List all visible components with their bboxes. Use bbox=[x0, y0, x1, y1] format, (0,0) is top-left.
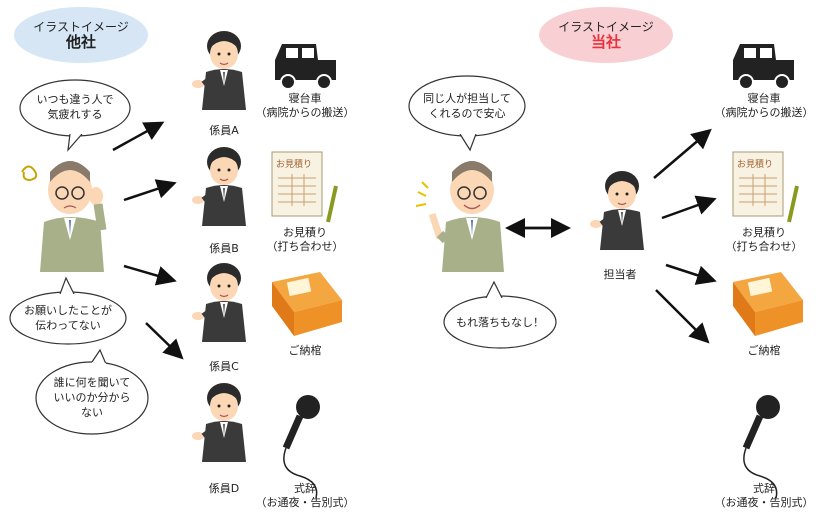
right-item-coffin-label: ご納棺 bbox=[747, 344, 781, 357]
arrow-to-staff-c bbox=[123, 264, 177, 286]
left-header-line2: 他社 bbox=[65, 33, 96, 51]
car-icon bbox=[275, 44, 336, 90]
arrow-to-staff-b bbox=[123, 179, 177, 202]
right-estimate-doc-title: お見積り bbox=[737, 160, 774, 170]
arrow-to-right-coffin bbox=[665, 263, 717, 285]
bubble-mid-left-text: お願いしたことが 伝わってない bbox=[24, 304, 112, 332]
bubble-top-right-text: 同じ人が担当して くれるので安心 bbox=[423, 92, 511, 120]
estimate-document-icon bbox=[271, 151, 338, 223]
responsible-staff-label: 担当者 bbox=[603, 268, 637, 281]
speech-bubble-top-left bbox=[19, 79, 131, 152]
coffin-icon bbox=[733, 272, 803, 336]
staff-d-label: 係員D bbox=[208, 482, 240, 495]
bubble-bottom-left-text: 誰に何を聞いて いいのか分から ない bbox=[53, 376, 131, 419]
staff-c-label: 係員C bbox=[209, 360, 239, 373]
speech-bubble-top-right bbox=[408, 75, 526, 152]
worried-customer-illustration bbox=[21, 161, 107, 272]
left-item-car-label: 寝台車 （病院からの搬送） bbox=[255, 92, 355, 119]
left-item-speech-label: 式辞 （お通夜・告別式） bbox=[255, 482, 355, 509]
right-header-line1: イラストイメージ bbox=[558, 20, 654, 34]
responsible-staff-illustration bbox=[590, 171, 644, 250]
speech-bubble-bottom-left bbox=[35, 348, 149, 435]
right-header-line2: 当社 bbox=[590, 33, 621, 51]
microphone-icon bbox=[742, 395, 780, 499]
arrow-to-right-car bbox=[653, 128, 712, 179]
staff-a-illustration bbox=[192, 31, 246, 110]
staff-b-label: 係員B bbox=[209, 242, 239, 255]
left-item-coffin-label: ご納棺 bbox=[288, 344, 322, 357]
left-estimate-doc-title: お見積り bbox=[276, 160, 313, 170]
bubble-top-left-text: いつも違う人で 気疲れする bbox=[36, 93, 114, 121]
arrow-to-right-speech bbox=[655, 289, 710, 344]
car-icon bbox=[733, 44, 794, 90]
coffin-icon bbox=[272, 272, 342, 336]
staff-a-label: 係員A bbox=[209, 124, 239, 137]
right-header: イラストイメージ 当社 bbox=[539, 20, 673, 50]
speech-bubble-bottom-right bbox=[443, 280, 557, 349]
left-header-ellipse bbox=[14, 7, 148, 63]
right-item-estimate-label: お見積り （打ち合わせ） bbox=[725, 226, 803, 253]
staff-c-illustration bbox=[192, 263, 246, 342]
speech-bubble-mid-left bbox=[9, 276, 127, 345]
arrow-to-staff-d bbox=[145, 322, 184, 360]
staff-b-illustration bbox=[192, 147, 246, 226]
bubble-bottom-right-text: もれ落ちもなし！ bbox=[456, 316, 544, 329]
left-header: イラストイメージ 他社 bbox=[14, 20, 148, 50]
right-item-car-label: 寝台車 （病院からの搬送） bbox=[714, 92, 814, 119]
arrow-to-right-estimate bbox=[661, 195, 717, 220]
staff-d-illustration bbox=[192, 383, 246, 462]
left-item-estimate-label: お見積り （打ち合わせ） bbox=[266, 226, 344, 253]
right-item-speech-label: 式辞 （お通夜・告別式） bbox=[714, 482, 814, 509]
happy-customer-illustration bbox=[415, 161, 504, 272]
estimate-document-icon bbox=[732, 151, 799, 223]
left-header-line1: イラストイメージ bbox=[33, 20, 129, 34]
right-header-ellipse bbox=[539, 7, 673, 63]
microphone-icon bbox=[282, 395, 320, 499]
arrow-to-staff-a bbox=[112, 121, 165, 152]
